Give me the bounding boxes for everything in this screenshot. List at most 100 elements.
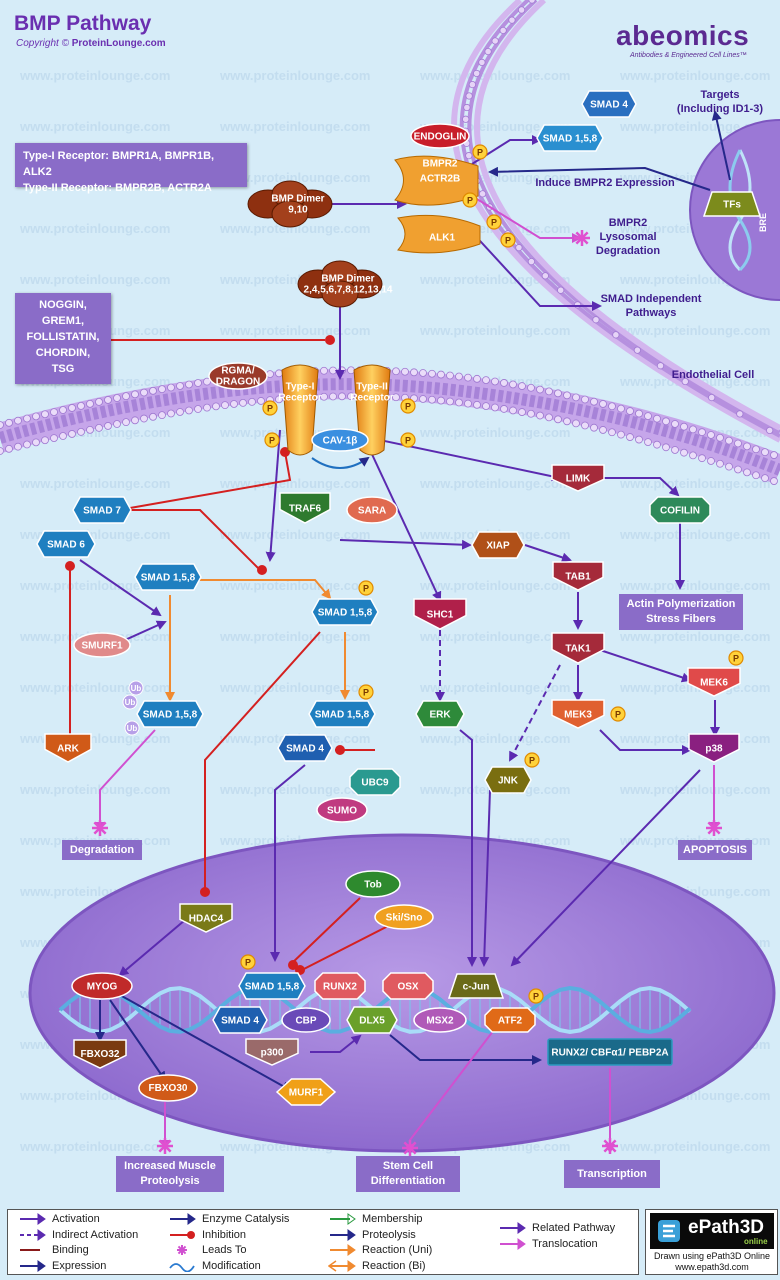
smad-independent-line2: Pathways [625, 307, 677, 319]
watermark-text: www.proteinlounge.com [419, 425, 570, 440]
legend-item-label: Reaction (Uni) [362, 1244, 433, 1256]
legend-item-label: Reaction (Bi) [362, 1259, 426, 1272]
antagonist-item: GREM1, [41, 315, 85, 327]
phosphate-icon: P [528, 988, 544, 1004]
antagonist-item: TSG [51, 363, 75, 375]
node-rgma-label: DRAGON [216, 377, 260, 388]
node-limk: LIMK [551, 464, 605, 492]
watermark-text: www.proteinlounge.com [219, 629, 370, 644]
phosphate-icon: P [462, 192, 478, 208]
edge-mek3-p38 [599, 729, 692, 755]
node-cbp-label: CBP [295, 1016, 316, 1027]
lysosomal-line1: BMPR2 [608, 217, 648, 229]
node-smad7: SMAD 7 [72, 496, 132, 524]
phosphate-icon: P [486, 214, 502, 230]
epath-cube-icon [658, 1220, 680, 1242]
uni-legend-icon [330, 1244, 356, 1257]
watermark-text: www.proteinlounge.com [219, 119, 370, 134]
edge-tob-smad158 [289, 897, 361, 966]
node-smad158-top: SMAD 1,5,8 [536, 124, 604, 152]
phosphate-label: P [467, 196, 473, 206]
apoptosis-box: APOPTOSIS [678, 840, 752, 860]
muscle-line1: Increased Muscle [124, 1160, 216, 1172]
edge-erk-cjun [459, 729, 477, 967]
ind-legend-icon [20, 1228, 46, 1241]
edge-smad7-receptor [129, 451, 292, 509]
phosphate-label: P [733, 654, 739, 664]
legend-item-label: Translocation [532, 1238, 598, 1250]
node-murf1-label: MURF1 [289, 1088, 324, 1099]
node-smad4-mid: SMAD 4 [277, 734, 333, 762]
watermark-text: www.proteinlounge.com [19, 1139, 170, 1154]
watermark-text: www.proteinlounge.com [619, 68, 770, 83]
node-cofilin: COFILIN [649, 496, 711, 524]
node-atf2-label: ATF2 [498, 1016, 523, 1027]
node-runx2: RUNX2 [314, 972, 366, 1000]
node-p38: p38 [688, 733, 740, 763]
endothelial-cell-label: Endothelial Cell [671, 369, 755, 381]
node-tab1-label: TAB1 [565, 572, 591, 583]
node-erk: ERK [415, 700, 465, 728]
watermark-text: www.proteinlounge.com [419, 323, 570, 338]
mod-legend-icon [169, 1262, 195, 1272]
edge-lysosomal [471, 195, 582, 243]
node-hdac4: HDAC4 [179, 903, 233, 933]
node-runx2-label: RUNX2 [323, 982, 357, 993]
watermark-text: www.proteinlounge.com [19, 272, 170, 287]
brand-name: abeomics [616, 20, 750, 51]
phosphate-label: P [477, 148, 483, 158]
watermark-text: www.proteinlounge.com [619, 119, 770, 134]
prot-legend-icon [330, 1228, 356, 1241]
node-smad158-b: SMAD 1,5,8 [311, 598, 379, 626]
node-fbxo30-label: FBXO30 [149, 1083, 188, 1094]
lysosomal-line2: Lysosomal [599, 231, 657, 243]
actin-line1: Actin Polymerization [626, 598, 736, 610]
leads-to-asterisk-icon [402, 1140, 418, 1156]
node-traf6-label: TRAF6 [289, 504, 322, 515]
legend-item-label: Binding [52, 1244, 89, 1256]
expr-legend-icon [20, 1259, 46, 1272]
node-smad158-d: SMAD 1,5,8 [308, 700, 376, 728]
bre-label: BRE [758, 213, 768, 232]
legend-item-label: Inhibition [202, 1228, 247, 1241]
inhibition-head [288, 960, 298, 970]
copyright-note: Copyright © ProteinLounge.com [16, 38, 166, 49]
mem-legend-icon [330, 1213, 356, 1226]
epath-logo-text: ePath3D [688, 1217, 765, 1238]
node-smad4-top-label: SMAD 4 [590, 100, 628, 111]
legend-item-label: Membership [362, 1213, 423, 1225]
node-fbxo32-label: FBXO32 [81, 1049, 120, 1060]
phosphate-icon: P [610, 706, 626, 722]
node-xiap: XIAP [471, 531, 525, 559]
watermark-text: www.proteinlounge.com [19, 68, 170, 83]
watermark-text: www.proteinlounge.com [19, 119, 170, 134]
node-shc1: SHC1 [413, 598, 467, 630]
edge-tak1-mek6 [599, 649, 692, 683]
watermark-text: www.proteinlounge.com [419, 68, 570, 83]
edge-smad6-smurf1 [79, 559, 162, 617]
legend-item: Proteolysis [328, 1229, 416, 1241]
node-smad6-label: SMAD 6 [47, 540, 85, 551]
transcription-box: Transcription [564, 1160, 660, 1188]
node-smad158-a-label: SMAD 1,5,8 [141, 573, 196, 584]
edge-dlx5-runx2 [389, 1034, 542, 1065]
ubiquitin-label: Ub [127, 724, 138, 733]
node-sumo-label: SUMO [327, 806, 357, 817]
cav1b-cycle-arrow [311, 456, 370, 469]
node-smad158-a: SMAD 1,5,8 [134, 563, 202, 591]
edge-smad158-hdac4 [204, 631, 321, 892]
node-mek6: MEK6 [687, 667, 741, 697]
watermark-text: www.proteinlounge.com [419, 731, 570, 746]
edge-jnk-cjun [479, 789, 491, 967]
edge-receptor-smad158 [265, 429, 281, 562]
legend-item: Activation [18, 1213, 100, 1226]
node-smad4-top: SMAD 4 [581, 90, 637, 118]
node-ark-label: ARK [57, 744, 79, 755]
node-tak1-label: TAK1 [565, 644, 591, 655]
phosphate-label: P [505, 236, 511, 246]
node-smad4-mid-label: SMAD 4 [286, 744, 324, 755]
antagonist-item: CHORDIN, [35, 347, 91, 359]
legend-item-label: Related Pathway [532, 1222, 616, 1234]
node-xiap-label: XIAP [486, 541, 510, 552]
